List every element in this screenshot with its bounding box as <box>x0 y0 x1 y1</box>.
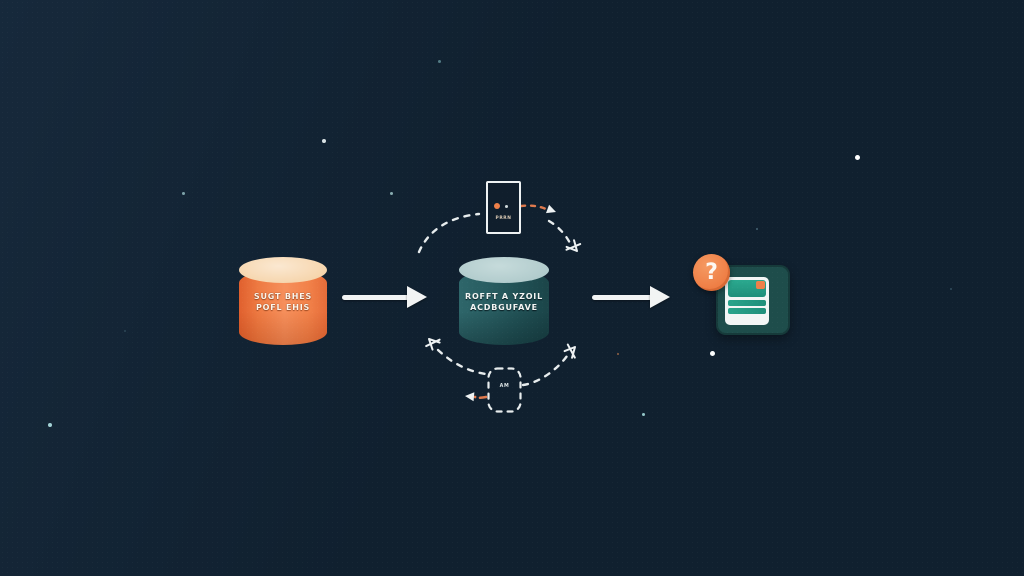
app-card <box>725 277 769 325</box>
cylinder-top <box>459 257 549 283</box>
loop-box-label: AM <box>499 382 510 389</box>
document-icon: PRRN <box>486 181 521 234</box>
question-mark-badge: ? <box>693 254 730 291</box>
star-dot <box>322 139 326 143</box>
source-database-cylinder: SUGT BHES POFL EHIS <box>239 257 327 345</box>
star-dot <box>710 351 715 356</box>
star-dot <box>617 353 619 355</box>
cycle-arc-doc-out <box>519 204 548 211</box>
document-label: PRRN <box>495 215 512 220</box>
arrowhead-small-left <box>465 392 475 402</box>
cycle-arc-right-down <box>547 219 573 247</box>
label-line: ROFFT A YZOIL <box>465 292 543 301</box>
star-dot <box>182 192 185 195</box>
label-line: SUGT BHES <box>253 292 313 301</box>
star-dot <box>756 228 758 230</box>
cycle-arc-left-bottom <box>436 348 488 376</box>
document-orange-dot <box>494 203 500 209</box>
question-mark-glyph: ? <box>705 260 718 285</box>
cycle-arc-left-top <box>417 212 481 254</box>
cycle-arc-right-up <box>521 354 569 387</box>
dart-arrow-northeast <box>563 343 576 359</box>
label-line: ACDBGUFAVE <box>470 303 538 312</box>
star-dot <box>48 423 52 427</box>
star-dot <box>390 192 393 195</box>
star-dot <box>855 155 860 160</box>
arrowhead-small-right <box>546 204 556 214</box>
source-database-label: SUGT BHES POFL EHIS <box>239 291 327 313</box>
process-database-label: ROFFT A YZOIL ACDBGUFAVE <box>459 291 549 313</box>
process-database-cylinder: ROFFT A YZOIL ACDBGUFAVE <box>459 257 549 345</box>
loop-box-exit <box>473 395 488 400</box>
star-dot <box>642 413 645 416</box>
card-text-bar <box>728 308 766 314</box>
card-orange-badge <box>756 281 765 289</box>
document-small-dot <box>505 205 508 208</box>
star-dot <box>124 330 126 332</box>
card-text-bar <box>728 300 766 306</box>
cylinder-top <box>239 257 327 283</box>
star-dot <box>950 288 952 290</box>
dart-arrow-southeast <box>565 239 582 252</box>
loop-box-outline <box>487 367 522 413</box>
star-dot <box>438 60 441 63</box>
dart-arrow-northwest <box>425 338 441 351</box>
card-hero-block <box>728 280 766 297</box>
label-line: POFL EHIS <box>255 303 311 312</box>
